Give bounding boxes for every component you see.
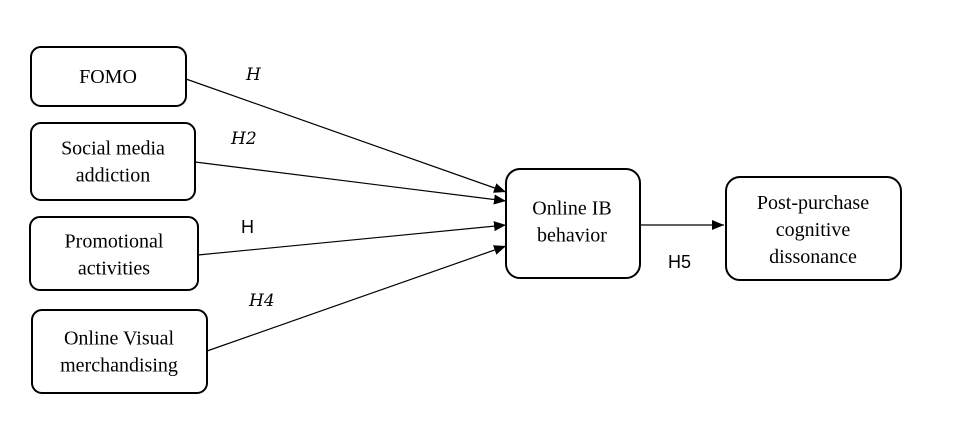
node-label-online-visual-merchandising: Online Visual merchandising [60,328,178,377]
edge-label-h2: H2 [230,129,257,149]
node-label-line: behavior [537,225,607,247]
node-label-post-purchase-cognitive-dissonance: Post-purchase cognitive dissonance [757,192,869,268]
node-social-media-addiction: Social media addiction [30,122,196,201]
node-label-line: Promotional [65,231,164,253]
node-label-line: merchandising [60,355,178,377]
edge-label-h5: H5 [668,252,691,272]
node-online-ib-behavior: Online IB behavior [505,168,641,279]
edge-fomo-to-online-ib [185,78,507,193]
node-label-line: Social media [61,138,165,160]
node-fomo: FOMO [30,46,187,107]
node-label-line: Post-purchase [757,192,869,214]
node-label-online-ib-behavior: Online IB behavior [532,198,611,247]
node-label-line: activities [78,258,150,280]
node-label-line: FOMO [79,66,137,88]
edge-promotional-to-online-ib [197,221,507,256]
node-promotional-activities: Promotional activities [29,216,199,291]
node-label-promotional-activities: Promotional activities [65,231,164,280]
node-label-line: addiction [76,165,150,187]
node-label-fomo: FOMO [79,66,137,88]
edge-label-h4: H4 [248,291,275,311]
node-label-social-media-addiction: Social media addiction [61,138,165,187]
edge-label-h3: H [241,217,254,237]
node-label-line: Online IB [532,198,611,220]
edge-visual-to-online-ib [206,245,507,352]
node-label-line: Online Visual [64,328,175,350]
node-post-purchase-cognitive-dissonance: Post-purchase cognitive dissonance [725,176,902,281]
edge-labels: H H2 H H4 H5 [230,65,691,311]
edge-social-media-to-online-ib [194,161,507,205]
edge-label-h1: H [245,65,262,85]
node-label-line: cognitive [776,219,851,241]
node-online-visual-merchandising: Online Visual merchandising [31,309,208,394]
node-label-line: dissonance [769,246,857,268]
edges [185,78,724,352]
